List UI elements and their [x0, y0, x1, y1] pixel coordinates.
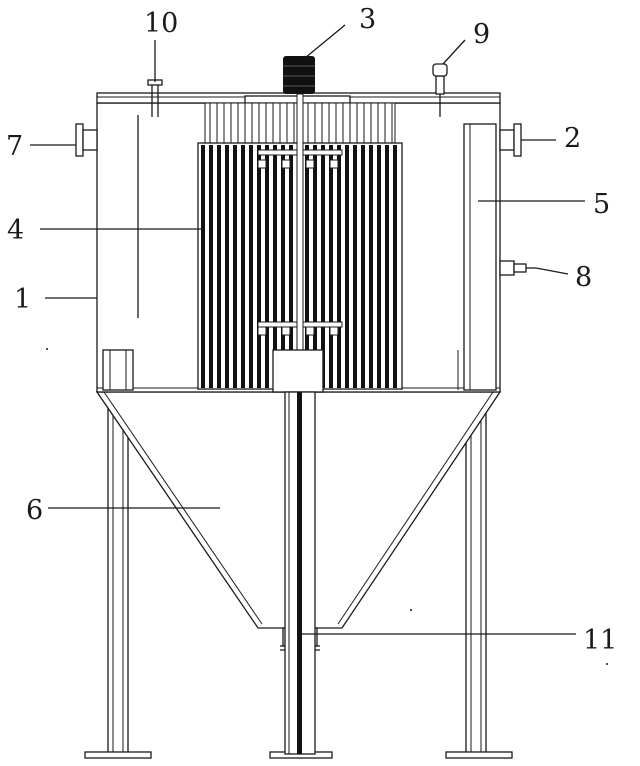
label-5: 5	[593, 189, 610, 220]
leader-8	[535, 267, 569, 275]
inlet-flange	[75, 123, 98, 157]
leader-9	[442, 39, 466, 65]
side-channel	[463, 123, 497, 391]
motor	[283, 56, 315, 94]
label-2: 2	[564, 123, 581, 154]
label-3: 3	[359, 4, 376, 35]
label-7: 7	[6, 131, 23, 162]
leader-lines	[30, 24, 585, 635]
support-legs	[84, 391, 513, 759]
top-valve	[432, 63, 448, 117]
central-shaft	[272, 93, 324, 755]
sensor	[499, 260, 536, 276]
label-11: 11	[583, 625, 617, 656]
leader-3	[304, 24, 346, 59]
label-4: 4	[7, 215, 24, 246]
outlet-flange	[499, 123, 522, 157]
label-10: 10	[144, 8, 178, 39]
label-6: 6	[26, 495, 43, 526]
reference-numerals: 1 2 3 4 5 6 7 8 9 10 11	[6, 4, 617, 656]
label-9: 9	[473, 19, 490, 50]
specks	[46, 348, 608, 665]
label-8: 8	[575, 262, 592, 293]
label-1: 1	[14, 284, 31, 315]
